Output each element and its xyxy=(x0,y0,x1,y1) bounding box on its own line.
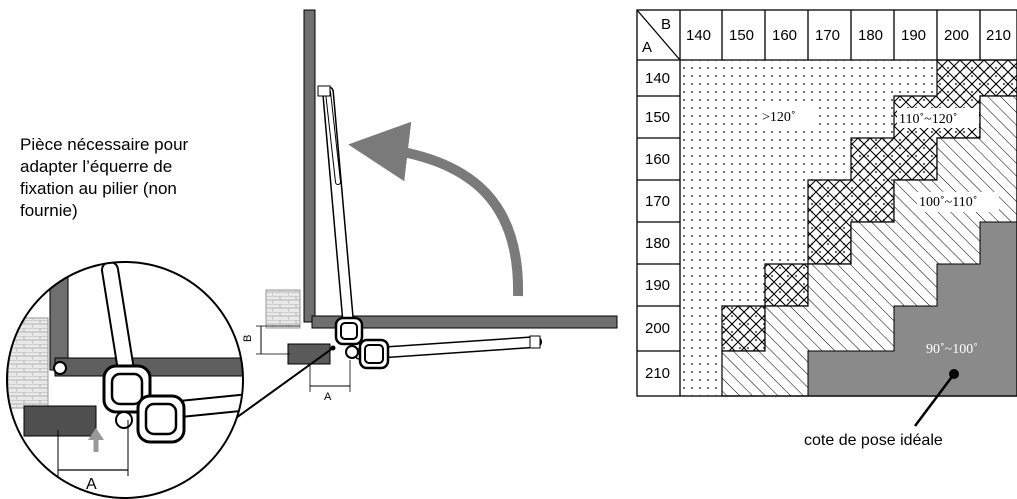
magnified-detail xyxy=(6,261,244,499)
dim-b-small: B xyxy=(242,335,254,342)
row-header: 200 xyxy=(645,320,670,337)
actuator-open xyxy=(317,85,364,346)
col-header: 190 xyxy=(901,27,926,44)
installation-table: B A 140 150 160 170 180 190 200 210 140 … xyxy=(636,9,1017,427)
magnifier-leader xyxy=(235,347,334,419)
row-header: 160 xyxy=(645,151,670,168)
dimension-a xyxy=(309,360,351,392)
row-header: 170 xyxy=(645,193,670,210)
col-header: 150 xyxy=(729,27,754,44)
bracket-note: Pièce nécessaire pour adapter l’équerre … xyxy=(20,135,189,220)
gate-drawing: B A xyxy=(235,9,618,419)
brick-pillar xyxy=(265,289,301,329)
row-header: 150 xyxy=(645,109,670,126)
col-header: 200 xyxy=(944,27,969,44)
row-header: 190 xyxy=(645,277,670,294)
corner-label-a: A xyxy=(642,39,652,56)
opening-arrow xyxy=(348,121,524,297)
zone-label-cross: 110˚~120˚ xyxy=(899,112,957,127)
col-header: 140 xyxy=(686,27,711,44)
gate-leaf-open xyxy=(303,9,316,323)
gate-leaf-closed xyxy=(311,315,618,329)
actuator-closed xyxy=(345,335,542,370)
col-header: 180 xyxy=(858,27,883,44)
col-header: 170 xyxy=(815,27,840,44)
row-header: 140 xyxy=(645,70,670,87)
zone-label-dotted: >120˚ xyxy=(762,110,796,125)
col-header: 210 xyxy=(986,27,1011,44)
ideal-leader xyxy=(914,373,955,427)
dim-a-small: A xyxy=(324,391,332,403)
col-header: 160 xyxy=(772,27,797,44)
zone-label-gray: 90˚~100˚ xyxy=(926,342,978,357)
row-header: 180 xyxy=(645,235,670,252)
dimension-b xyxy=(256,325,300,355)
zone-gray xyxy=(807,221,1017,397)
ideal-caption: cote de pose idéale xyxy=(804,432,943,449)
corner-label-b: B xyxy=(661,16,671,33)
dim-a-large: A xyxy=(86,476,97,493)
row-header: 210 xyxy=(645,365,670,382)
zone-label-hatch: 100˚~110˚ xyxy=(919,195,977,210)
